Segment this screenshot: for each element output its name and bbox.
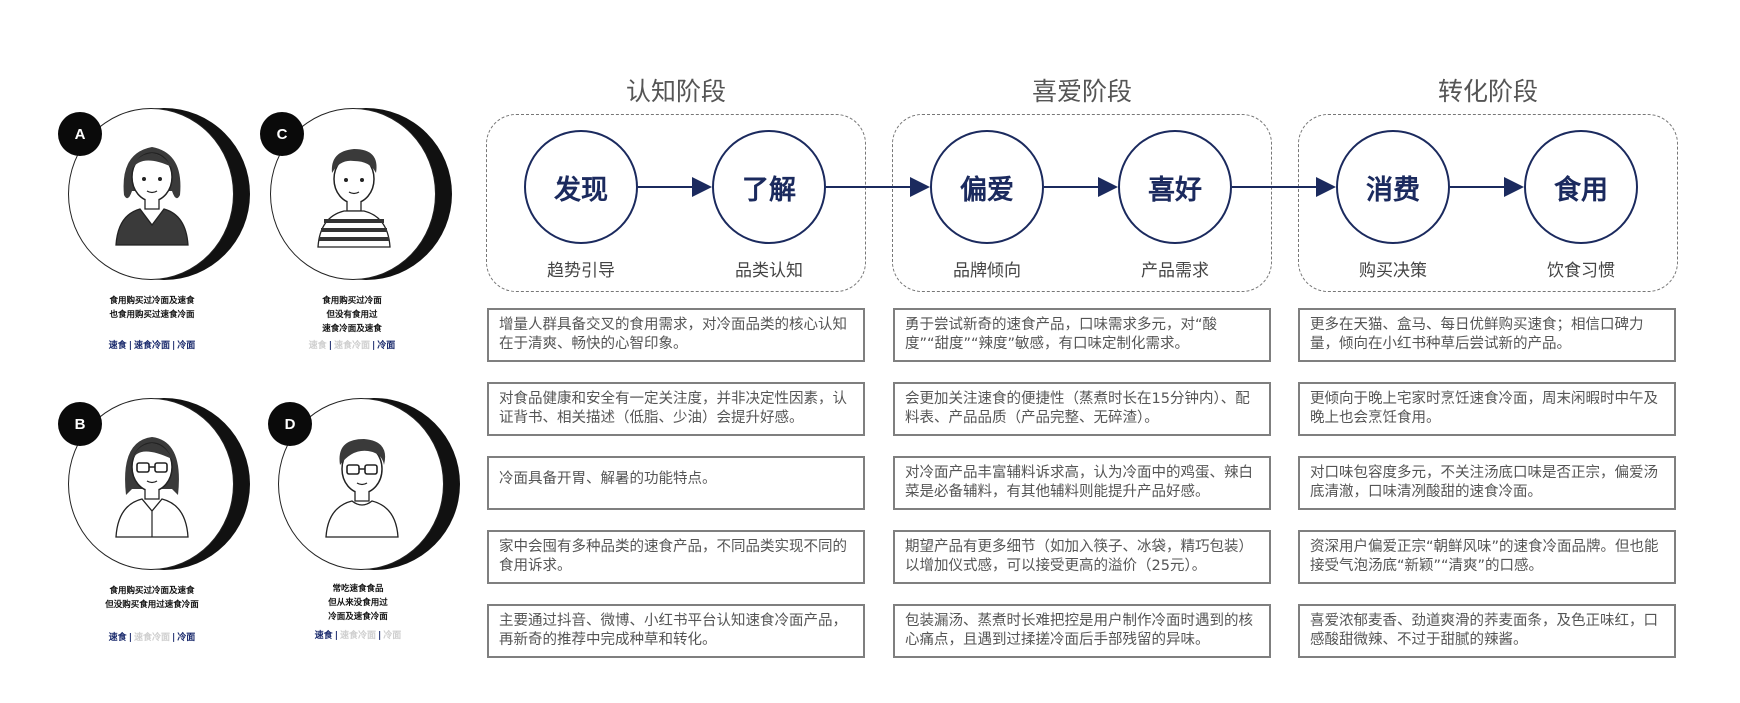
woman-glasses-avatar-icon — [115, 437, 189, 538]
insight-card: 主要通过抖音、微博、小红书平台认知速食冷面产品，再新奇的推荐中完成种草和转化。 — [487, 604, 865, 658]
persona-b-desc: 食用购买过冷面及速食 但没购买食用过速食冷面 — [52, 584, 252, 612]
persona-desc-line: 但没购买食用过速食冷面 — [105, 600, 199, 610]
tag-cold-noodle: 冷面 — [177, 341, 196, 351]
persona-c: C — [260, 108, 460, 288]
stage-title-awareness: 认知阶段 — [625, 77, 726, 106]
node-sub-category: 品类认知 — [735, 261, 803, 281]
insight-card: 喜爱浓郁麦香、劲道爽滑的荞麦面条，及色正味红，口感酸甜微辣、不过于甜腻的辣酱。 — [1298, 604, 1676, 658]
tag-cold-noodle: 冷面 — [177, 633, 196, 643]
tag-instant-cold-noodle: 速食冷面 — [333, 341, 370, 351]
persona-desc-line: 但没有食用过 — [326, 310, 378, 320]
persona-letter-badge: D — [268, 402, 312, 446]
man-striped-shirt-avatar-icon — [317, 149, 391, 248]
insight-card: 家中会囤有多种品类的速食产品，不同品类实现不同的食用诉求。 — [487, 530, 865, 584]
insight-card: 包装漏汤、蒸煮时长难把控是用户制作冷面时遇到的核心痛点，且遇到过揉搓冷面后手部残… — [893, 604, 1271, 658]
tag-sushi: 速食 — [108, 341, 127, 351]
tag-instant-cold-noodle: 速食冷面 — [133, 341, 170, 351]
persona-desc-line: 食用购买过冷面及速食 — [109, 586, 195, 596]
insight-card: 更多在天猫、盒马、每日优鲜购买速食；相信口碑力量，倾向在小红书种草后尝试新的产品… — [1298, 308, 1676, 362]
persona-b: B — [58, 398, 258, 578]
persona-desc-line: 冷面及速食冷面 — [328, 612, 388, 622]
stage-title-preference: 喜爱阶段 — [1031, 77, 1132, 106]
persona-a-desc: 食用购买过冷面及速食 也食用购买过速食冷面 — [52, 294, 252, 322]
persona-desc-line: 速食冷面及速食 — [322, 324, 382, 334]
node-consume: 消费 — [1336, 130, 1450, 244]
node-eat: 食用 — [1524, 130, 1638, 244]
insight-card: 勇于尝试新奇的速食产品，口味需求多元，对“酸度”“甜度”“辣度”敏感，有口味定制… — [893, 308, 1271, 362]
node-prefer: 偏爱 — [930, 130, 1044, 244]
woman-avatar-icon — [115, 147, 189, 246]
persona-a-tags: 速食|速食冷面|冷面 — [108, 341, 196, 351]
persona-b-tags: 速食|速食冷面|冷面 — [108, 633, 196, 643]
insight-card: 冷面具备开胃、解暑的功能特点。 — [487, 456, 865, 510]
stage-box-conversion — [1298, 114, 1678, 292]
insight-card: 更倾向于晚上宅家时烹饪速食冷面，周末闲暇时中午及晚上也会烹饪食用。 — [1298, 382, 1676, 436]
node-sub-purchase: 购买决策 — [1359, 261, 1427, 281]
persona-desc-line: 但从来没食用过 — [328, 598, 388, 608]
tag-instant-cold-noodle: 速食冷面 — [339, 631, 376, 641]
node-sub-trend: 趋势引导 — [547, 261, 615, 281]
node-discover: 发现 — [524, 130, 638, 244]
persona-d-desc: 常吃速食食品 但从来没食用过 冷面及速食冷面 — [258, 582, 458, 624]
man-glasses-avatar-icon — [325, 439, 399, 538]
stage-box-preference — [892, 114, 1272, 292]
insight-card: 对冷面产品丰富辅料诉求高，认为冷面中的鸡蛋、辣白菜是必备辅料，有其他辅料则能提升… — [893, 456, 1271, 510]
tag-instant-cold-noodle: 速食冷面 — [133, 633, 170, 643]
persona-desc-line: 也食用购买过速食冷面 — [109, 310, 195, 320]
persona-letter-badge: C — [260, 112, 304, 156]
node-sub-brand: 品牌倾向 — [953, 261, 1021, 281]
node-like: 喜好 — [1118, 130, 1232, 244]
persona-desc-line: 常吃速食食品 — [332, 584, 384, 594]
tag-cold-noodle: 冷面 — [383, 631, 402, 641]
persona-letter-badge: B — [58, 402, 102, 446]
insight-card: 对食品健康和安全有一定关注度，并非决定性因素，认证背书、相关描述（低脂、少油）会… — [487, 382, 865, 436]
insight-card: 资深用户偏爱正宗“朝鲜风味”的速食冷面品牌。但也能接受气泡汤底“新颖”“清爽”的… — [1298, 530, 1676, 584]
stage-title-conversion: 转化阶段 — [1437, 77, 1538, 106]
tag-sushi: 速食 — [308, 341, 327, 351]
insight-card: 增量人群具备交叉的食用需求，对冷面品类的核心认知在于清爽、畅快的心智印象。 — [487, 308, 865, 362]
insight-card: 会更加关注速食的便捷性（蒸煮时长在15分钟内）、配料表、产品品质（产品完整、无碎… — [893, 382, 1271, 436]
tag-sushi: 速食 — [314, 631, 333, 641]
stage-box-awareness — [486, 114, 866, 292]
insight-card: 期望产品有更多细节（如加入筷子、冰袋，精巧包装）以增加仪式感，可以接受更高的溢价… — [893, 530, 1271, 584]
insight-card: 对口味包容度多元，不关注汤底口味是否正宗，偏爱汤底清澈，口味清冽酸甜的速食冷面。 — [1298, 456, 1676, 510]
persona-c-desc: 食用购买过冷面 但没有食用过 速食冷面及速食 — [252, 294, 452, 336]
node-understand: 了解 — [712, 130, 826, 244]
tag-sushi: 速食 — [108, 633, 127, 643]
persona-letter-badge: A — [58, 112, 102, 156]
persona-d: D — [268, 398, 468, 578]
persona-d-tags: 速食|速食冷面|冷面 — [314, 631, 402, 641]
persona-c-tags: 速食|速食冷面|冷面 — [308, 341, 396, 351]
persona-desc-line: 食用购买过冷面及速食 — [109, 296, 195, 306]
persona-desc-line: 食用购买过冷面 — [322, 296, 382, 306]
node-sub-product: 产品需求 — [1141, 261, 1209, 281]
persona-a: A — [58, 108, 258, 288]
tag-cold-noodle: 冷面 — [377, 341, 396, 351]
node-sub-habit: 饮食习惯 — [1547, 261, 1615, 281]
